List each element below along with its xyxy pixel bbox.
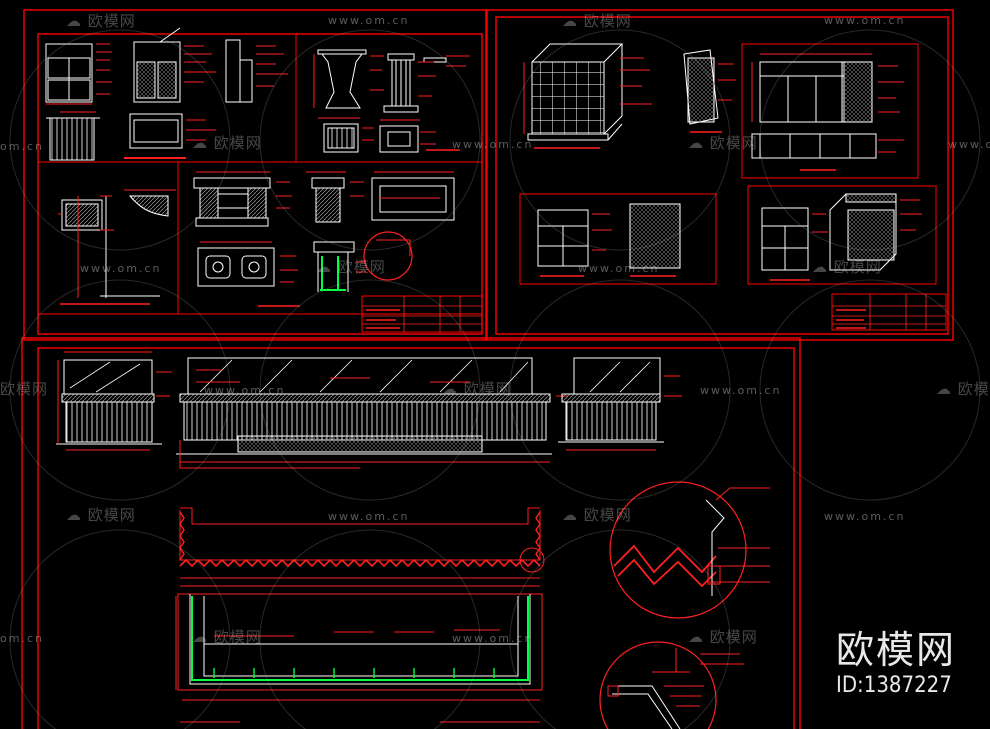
watermark-brand-label: 欧模网 xyxy=(583,506,632,524)
watermark-brand-icon: ☁ xyxy=(688,134,704,152)
bottom-right-elevation xyxy=(558,357,664,443)
watermark-brand-icon: ☁ xyxy=(936,380,952,398)
brand-corner-mark: 欧模网 ID:1387227 xyxy=(836,628,956,700)
watermark-url: www.om.cn xyxy=(204,384,286,397)
tr-small-cabinets xyxy=(537,193,897,271)
tl-section-dims xyxy=(58,195,150,305)
tl-dim-marks xyxy=(46,43,288,159)
watermark-url: www.om.cn xyxy=(824,14,906,27)
tr-title-block xyxy=(832,294,946,330)
watermark-brand-icon: ☁ xyxy=(688,628,704,646)
tr-subframes xyxy=(519,43,947,331)
tr-long-cabinet xyxy=(751,61,877,159)
zigzag-plan xyxy=(179,507,545,579)
watermark-url-fragment: om.cn xyxy=(0,632,44,645)
watermark-brand-label: 欧模网 xyxy=(583,12,632,30)
tl-pedestal-drawings xyxy=(317,49,447,153)
bottom-center-elevation xyxy=(176,357,552,455)
tr-grid-cabinet xyxy=(527,43,719,141)
watermark-brand-icon: ☁ xyxy=(812,258,828,276)
tl-section-view xyxy=(61,189,176,298)
watermark-brand-label: 欧模网 xyxy=(709,628,758,646)
tl-bench-dims xyxy=(196,171,454,307)
tl-title-block xyxy=(362,296,482,332)
tl-cabinet-views xyxy=(45,27,253,161)
watermark-brand-icon: ☁ xyxy=(316,258,332,276)
watermark-url-fragment: www.om.cn xyxy=(948,138,990,151)
frame-top-left xyxy=(23,9,487,341)
zigzag-detail xyxy=(609,481,770,619)
watermark-brand: ☁ 欧模网 xyxy=(316,256,386,277)
watermark-brand-icon: ☁ xyxy=(562,506,578,524)
watermark-brand: ☁ 欧模网 xyxy=(562,10,632,31)
watermark-brand: ☁ 欧模网 xyxy=(192,626,262,647)
watermark-brand: ☁ 欧模网 xyxy=(812,256,882,277)
frame-top-left-inner xyxy=(37,33,483,335)
drawing-frames xyxy=(21,9,954,729)
frame-top-right xyxy=(486,9,954,341)
watermark-url: www.om.cn xyxy=(328,14,410,27)
watermark-url: www.om.cn xyxy=(578,262,660,275)
watermark-brand-label: 欧模网 xyxy=(463,380,512,398)
tl-subframes xyxy=(37,33,483,333)
watermark-brand: ☁ 欧模网 xyxy=(66,10,136,31)
watermark-brand-icon: ☁ xyxy=(192,628,208,646)
watermark-brand-icon: ☁ xyxy=(562,12,578,30)
watermark-url: www.om.cn xyxy=(700,384,782,397)
bottom-plan xyxy=(175,585,543,723)
tl-bench-elevations xyxy=(193,177,455,292)
watermark-brand-icon: ☁ xyxy=(66,506,82,524)
watermark-url: www.om.cn xyxy=(452,138,534,151)
watermark-brand-icon: ☁ xyxy=(442,380,458,398)
tr-grid-dims xyxy=(523,57,736,149)
tl-pedestal-dims xyxy=(313,54,470,151)
watermark-brand-fragment: 欧模网 xyxy=(0,380,49,398)
watermark-brand-label: 欧模网 xyxy=(833,258,882,276)
tr-long-dims xyxy=(751,53,904,171)
watermark-brand: ☁ 欧模网 xyxy=(192,132,262,153)
watermark-brand-label: 欧模网 xyxy=(709,134,758,152)
bottom-left-dims xyxy=(57,351,172,451)
watermark-rings xyxy=(9,29,981,729)
bottom-left-elevation xyxy=(56,359,162,445)
watermark-brand-icon: ☁ xyxy=(192,134,208,152)
watermark-url: www.om.cn xyxy=(824,510,906,523)
watermark-brand-label: 欧模网 xyxy=(337,258,386,276)
brand-id: ID:1387227 xyxy=(835,673,952,698)
brand-name: 欧模网 xyxy=(835,628,956,672)
watermark-brand-label: 欧模网 xyxy=(87,506,136,524)
watermark-brand: ☁ 欧模网 xyxy=(688,626,758,647)
tr-small-dims xyxy=(540,199,922,281)
watermark-url: www.om.cn xyxy=(452,632,534,645)
watermark-brand: ☁ 欧模网 xyxy=(688,132,758,153)
watermark-brand-label: 欧模网 xyxy=(213,134,262,152)
watermark-brand-label: 欧模网 xyxy=(87,12,136,30)
watermark-brand: ☁ 欧模网 xyxy=(442,378,512,399)
bottom-right-detail xyxy=(599,641,744,729)
frame-bottom-inner xyxy=(37,347,795,729)
frame-bottom xyxy=(21,337,801,729)
watermark-url-fragment: om.cn xyxy=(0,140,44,153)
watermark-brand: ☁ 欧模网 xyxy=(562,504,632,525)
watermark-brand-icon: ☁ xyxy=(66,12,82,30)
watermark-brand: ☁ 欧模网 xyxy=(936,378,990,399)
watermark-url: www.om.cn xyxy=(328,510,410,523)
watermark-brand-label: 欧模网 xyxy=(957,380,990,398)
watermark-url: www.om.cn xyxy=(80,262,162,275)
watermark-brand-label: 欧模网 xyxy=(213,628,262,646)
bottom-right-dims xyxy=(566,375,682,451)
frame-top-right-inner xyxy=(495,16,949,335)
watermark-brand: ☁ 欧模网 xyxy=(66,504,136,525)
